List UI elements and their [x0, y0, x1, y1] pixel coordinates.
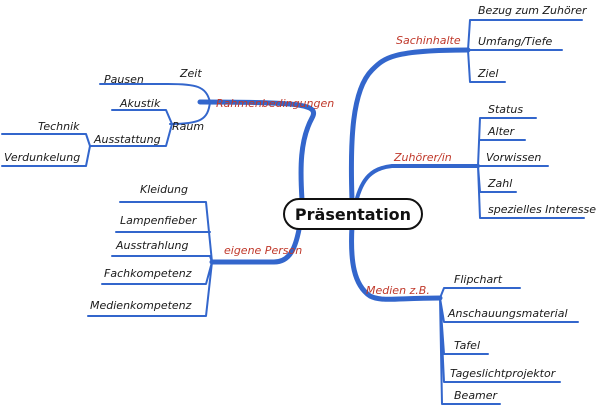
branch-medien-trunk	[349, 223, 443, 302]
item-tafel: Tafel	[454, 339, 480, 352]
item-tageslichtprojektor: Tageslichtprojektor	[450, 367, 557, 380]
item-status: Status	[488, 103, 523, 116]
item-anschauungsmaterial: Anschauungsmaterial	[447, 307, 568, 320]
branch-zeit	[99, 83, 211, 103]
item-fachkompetenz: Fachkompetenz	[104, 267, 192, 280]
branch-rahmen-trunk	[197, 99, 316, 203]
item-kleidung: Kleidung	[140, 183, 188, 196]
label-eigene-person: eigene Person	[224, 244, 302, 257]
label-medien: Medien z.B.	[366, 284, 430, 297]
item-spezielles-interesse: spezielles Interesse	[488, 203, 596, 216]
branch-medien-sub	[439, 287, 579, 405]
item-medienkompetenz: Medienkompetenz	[90, 299, 192, 312]
item-vorwissen: Vorwissen	[486, 151, 541, 164]
branch-zuhoerer-sub	[477, 117, 585, 219]
item-beamer: Beamer	[454, 389, 499, 402]
branch-sachinhalte-sub	[467, 19, 583, 83]
item-ausstattung: Ausstattung	[93, 133, 161, 146]
center-node-box	[283, 198, 423, 230]
branch-eigene-person-sub	[87, 201, 213, 317]
branch-akustik	[111, 109, 173, 125]
item-ziel: Ziel	[477, 67, 498, 80]
item-verdunkelung: Verdunkelung	[4, 151, 80, 164]
item-flipchart: Flipchart	[454, 273, 503, 286]
branch-sachinhalte-trunk	[348, 47, 471, 203]
branch-raum	[169, 101, 211, 125]
item-zeit: Zeit	[179, 67, 202, 80]
item-ausstrahlung: Ausstrahlung	[115, 239, 189, 252]
item-bezug-zum-zuhoerer: Bezug zum Zuhörer	[478, 4, 588, 17]
item-pausen: Pausen	[104, 73, 144, 86]
branch-zuhoerer-trunk	[354, 164, 480, 204]
label-rahmenbedingungen: Rahmenbedingungen	[216, 97, 334, 110]
center-node-title: Präsentation	[295, 205, 411, 224]
label-sachinhalte: Sachinhalte	[396, 34, 461, 47]
branch-ausstattung	[89, 123, 173, 147]
item-akustik: Akustik	[119, 97, 161, 110]
branch-eigene-person-trunk	[209, 221, 303, 265]
branch-ausstattung-sub	[1, 133, 91, 167]
item-alter: Alter	[487, 125, 516, 138]
label-zuhoerer: Zuhörer/in	[393, 151, 452, 164]
item-zahl: Zahl	[487, 177, 512, 190]
item-technik: Technik	[38, 120, 80, 133]
item-lampenfieber: Lampenfieber	[120, 214, 198, 227]
item-raum: Raum	[172, 120, 204, 133]
item-umfang-tiefe: Umfang/Tiefe	[478, 35, 552, 48]
